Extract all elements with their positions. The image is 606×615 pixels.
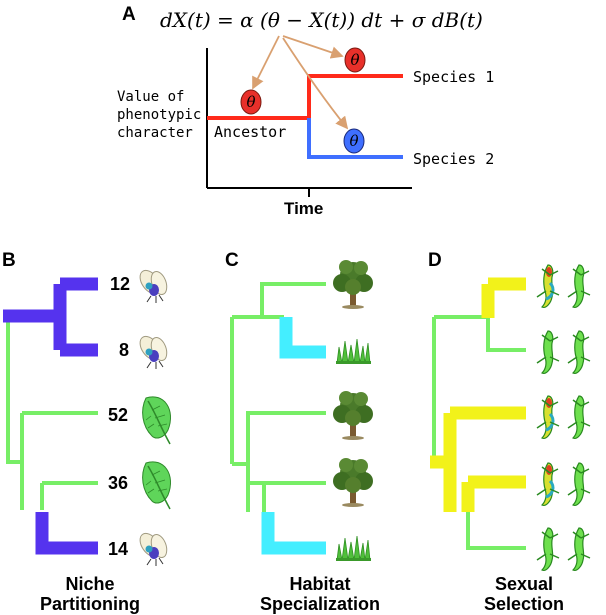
- tip-value-b5: 14: [108, 539, 128, 559]
- caption-c-line1: Habitat: [289, 574, 350, 594]
- species2-label: Species 2: [413, 150, 494, 168]
- lizard-pair-colored-icon: [535, 461, 591, 507]
- theta-species1-ball: θ: [344, 47, 366, 73]
- fly-icon: [135, 332, 171, 370]
- caption-b-line2: Partitioning: [40, 594, 140, 614]
- tip-value-b2: 8: [119, 340, 129, 360]
- svg-text:θ: θ: [246, 93, 255, 111]
- theta-species2-ball: θ: [343, 128, 365, 154]
- theta-arrow-species2: [282, 37, 349, 130]
- y-axis-label-line3: character: [117, 125, 193, 141]
- x-axis-label: Time: [284, 199, 323, 218]
- fly-icon: [135, 266, 171, 304]
- tree-icon: [333, 391, 373, 440]
- panel-c-label: C: [225, 250, 239, 271]
- ou-equation: dX(t) = α (θ − X(t)) dt + σ dB(t): [160, 8, 483, 32]
- grass-icon: [335, 338, 372, 365]
- fly-icon: [135, 529, 171, 567]
- caption-c-line2: Specialization: [260, 594, 380, 614]
- leaf-icon: [141, 461, 172, 510]
- tree-icon: [333, 260, 373, 309]
- theta-ancestor-ball: θ: [240, 89, 262, 115]
- panel-a-label: A: [122, 4, 136, 25]
- species2-lineage: [307, 118, 403, 159]
- theta-arrow-species1: [282, 35, 344, 59]
- tree-c: [230, 282, 326, 555]
- tree-icon: [333, 458, 373, 507]
- tip-value-b3: 52: [108, 405, 128, 425]
- lizard-pair-colored-icon: [535, 394, 591, 440]
- lizard-pair-icon: [536, 330, 591, 375]
- panel-d-label: D: [428, 250, 442, 271]
- lizard-pair-colored-icon: [535, 263, 591, 309]
- y-axis-label-line1: Value of: [117, 89, 184, 105]
- caption-d-line1: Sexual: [495, 574, 553, 594]
- leaf-icon: [141, 396, 172, 445]
- y-axis-label-line2: phenotypic: [117, 107, 201, 123]
- species1-lineage: [207, 74, 403, 120]
- svg-text:θ: θ: [349, 132, 358, 150]
- tip-value-b1: 12: [110, 274, 130, 294]
- caption-b-line1: Niche: [65, 574, 114, 594]
- caption-d-line2: Selection: [484, 594, 564, 614]
- panel-b-label: B: [2, 250, 16, 271]
- tip-value-b4: 36: [108, 473, 128, 493]
- theta-arrow-ancestor: [252, 35, 280, 90]
- grass-icon: [335, 535, 372, 562]
- species1-label: Species 1: [413, 68, 494, 86]
- svg-text:θ: θ: [350, 51, 359, 69]
- ancestor-label: Ancestor: [214, 123, 286, 141]
- tree-b: [3, 277, 98, 555]
- lizard-pair-icon: [536, 527, 591, 572]
- tree-d: [430, 277, 526, 550]
